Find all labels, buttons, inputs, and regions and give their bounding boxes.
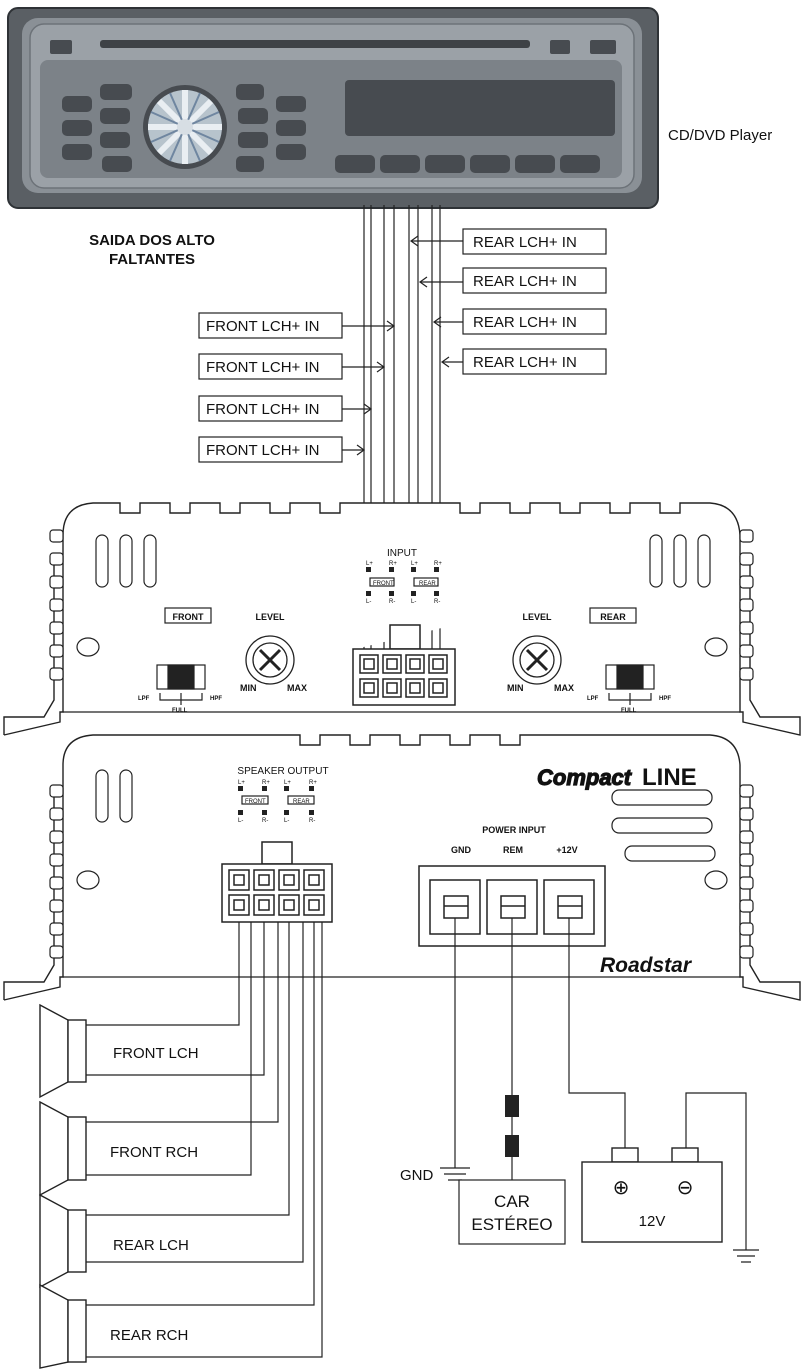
speaker-rear-lch-icon: [39, 1193, 87, 1289]
output-front-box-label: FRONT: [245, 799, 266, 805]
speaker-output-connector: [221, 841, 333, 923]
input-pin-5: L-: [366, 599, 371, 605]
hpf-label-left: HPF: [210, 696, 222, 702]
output-pin-8: R-: [309, 818, 315, 824]
volume-knob-icon: [143, 85, 227, 169]
battery-icon: [581, 1147, 723, 1243]
input-pin-1: L+: [366, 561, 373, 567]
display-window: [345, 80, 615, 136]
speaker-front-lch-icon: [39, 1003, 87, 1099]
input-front-box-label: FRONT: [373, 581, 394, 587]
speaker-rear-rch-icon: [39, 1283, 87, 1369]
crossover-switch-right-icon: [605, 664, 655, 705]
rear-control-label: REAR: [600, 612, 626, 622]
level-knob-right-icon: [512, 635, 562, 685]
input-label: INPUT: [387, 548, 417, 559]
front-input-label-1: FRONT LCH+ IN: [206, 318, 320, 335]
output-pin-4: R+: [309, 780, 317, 786]
rear-input-label-4: REAR LCH+ IN: [473, 354, 577, 371]
rear-input-label-1: REAR LCH+ IN: [473, 234, 577, 251]
rem-terminal-label: REM: [503, 845, 523, 855]
speaker-front-rch-icon: [39, 1100, 87, 1197]
output-rear-box-label: REAR: [293, 799, 310, 805]
car-stereo-box: [458, 1179, 566, 1245]
input-pin-4: R+: [434, 561, 442, 567]
output-pin-3: L+: [284, 780, 291, 786]
car-stereo-line2: ESTÉREO: [471, 1215, 552, 1234]
output-pin-5: L-: [238, 818, 243, 824]
head-unit: [7, 7, 659, 209]
output-pin-1: L+: [238, 780, 245, 786]
front-input-label-4: FRONT LCH+ IN: [206, 442, 320, 459]
output-pin-2: R+: [262, 780, 270, 786]
front-input-label-2: FRONT LCH+ IN: [206, 359, 320, 376]
speaker-front-rch-label: FRONT RCH: [110, 1144, 198, 1161]
battery-plus-icon: ⊕: [613, 1177, 630, 1199]
output-pin-6: R-: [262, 818, 268, 824]
power-wiring: [440, 918, 759, 1263]
speaker-front-lch-label: FRONT LCH: [113, 1045, 199, 1062]
battery-voltage: 12V: [639, 1213, 666, 1230]
min-label-left: MIN: [240, 683, 257, 693]
head-unit-label: CD/DVD Player: [668, 127, 772, 144]
full-label-right: FULL: [621, 708, 637, 714]
front-input-labels: FRONT LCH+ IN FRONT LCH+ IN FRONT LCH+ I…: [198, 312, 396, 463]
input-pin-3: L+: [411, 561, 418, 567]
roadstar-logo: Roadstar: [600, 954, 693, 977]
preset-buttons: [335, 155, 600, 173]
output-pin-7: L-: [284, 818, 289, 824]
v12-terminal-label: +12V: [556, 845, 577, 855]
speaker-rear-lch-label: REAR LCH: [113, 1237, 189, 1254]
max-label-right: MAX: [554, 683, 574, 693]
speaker-output-label: SPEAKER OUTPUT: [237, 766, 328, 777]
input-pin-6: R-: [389, 599, 395, 605]
level-label-right: LEVEL: [522, 612, 552, 622]
brand-compact: Compact: [537, 765, 633, 790]
input-rear-box-label: REAR: [419, 581, 436, 587]
level-label-left: LEVEL: [255, 612, 285, 622]
battery-minus-icon: ⊖: [677, 1177, 694, 1199]
input-pin-diagram: [366, 567, 439, 596]
full-label-left: FULL: [172, 708, 188, 714]
car-stereo-line1: CAR: [494, 1192, 530, 1211]
input-pin-2: R+: [389, 561, 397, 567]
gnd-terminal-label: GND: [451, 845, 472, 855]
speaker-rear-rch-label: REAR RCH: [110, 1327, 188, 1344]
crossover-switch-left-icon: [156, 664, 206, 705]
brand-line: LINE: [642, 764, 697, 791]
level-knob-left-icon: [245, 635, 295, 685]
lpf-label-right: LPF: [587, 696, 599, 702]
min-label-right: MIN: [507, 683, 524, 693]
front-input-label-3: FRONT LCH+ IN: [206, 401, 320, 418]
speaker-output-title-line2: FALTANTES: [109, 251, 195, 268]
head-unit-left-buttons: [62, 84, 306, 172]
ground-label: GND: [400, 1167, 434, 1184]
max-label-left: MAX: [287, 683, 307, 693]
speaker-wires: [86, 922, 323, 1358]
speaker-output-title: SAIDA DOS ALTO: [89, 232, 215, 249]
rear-input-label-3: REAR LCH+ IN: [473, 314, 577, 331]
power-input-label: POWER INPUT: [482, 825, 546, 835]
front-control-label: FRONT: [173, 612, 204, 622]
lpf-label-left: LPF: [138, 696, 150, 702]
input-connector: [352, 624, 456, 706]
output-pin-diagram: [238, 786, 315, 815]
rear-input-labels: REAR LCH+ IN REAR LCH+ IN REAR LCH+ IN R…: [409, 228, 607, 375]
input-pin-7: L-: [411, 599, 416, 605]
input-pin-8: R-: [434, 599, 440, 605]
amp-output-panel: [3, 734, 801, 1001]
rear-input-label-2: REAR LCH+ IN: [473, 273, 577, 290]
hpf-label-right: HPF: [659, 696, 671, 702]
